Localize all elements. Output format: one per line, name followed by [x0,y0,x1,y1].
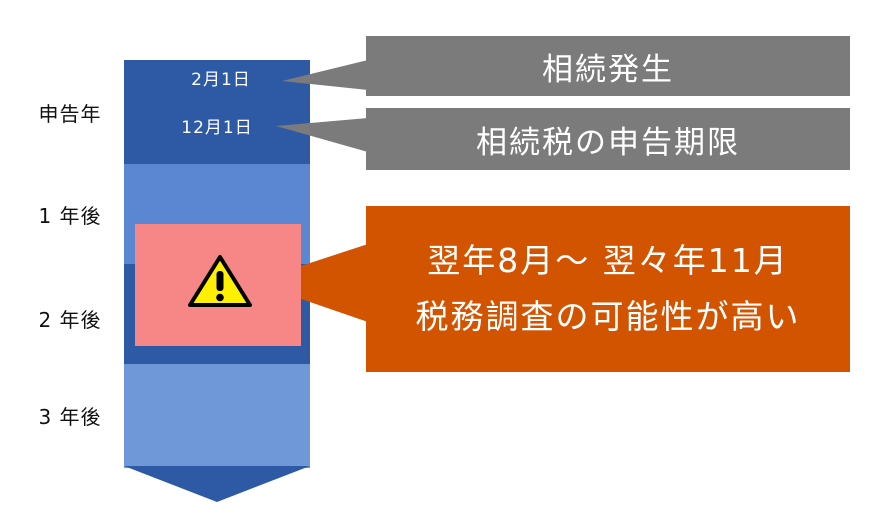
timeline-arrow-head [124,466,310,502]
year-label-2-years-later: 2 年後 [38,308,102,332]
year-label-1-year-later: 1 年後 [38,204,102,228]
pointer-deadline [276,118,368,152]
callout-inheritance-occurs [366,36,850,96]
callout-audit-line2: 税務調査の可能性が高い [415,297,801,336]
date-label-feb-1: 2月1日 [191,70,251,90]
year-label-filing-year: 申告年 [38,102,102,126]
timeline-band-year-3 [124,364,310,468]
date-label-dec-1: 12月1日 [181,118,253,138]
callout-audit-period [366,206,850,372]
callout-filing-deadline-text: 相続税の申告期限 [476,124,740,161]
callout-filing-deadline [366,108,850,170]
pointer-inheritance [282,60,368,90]
pointer-audit [252,244,368,322]
timeline-band-filing-year [124,60,310,164]
year-label-3-years-later: 3 年後 [38,405,102,429]
warning-icon [188,255,252,307]
callout-audit-line1: 翌年8月～ 翌々年11月 [427,241,789,280]
callout-inheritance-occurs-text: 相続発生 [542,51,674,88]
